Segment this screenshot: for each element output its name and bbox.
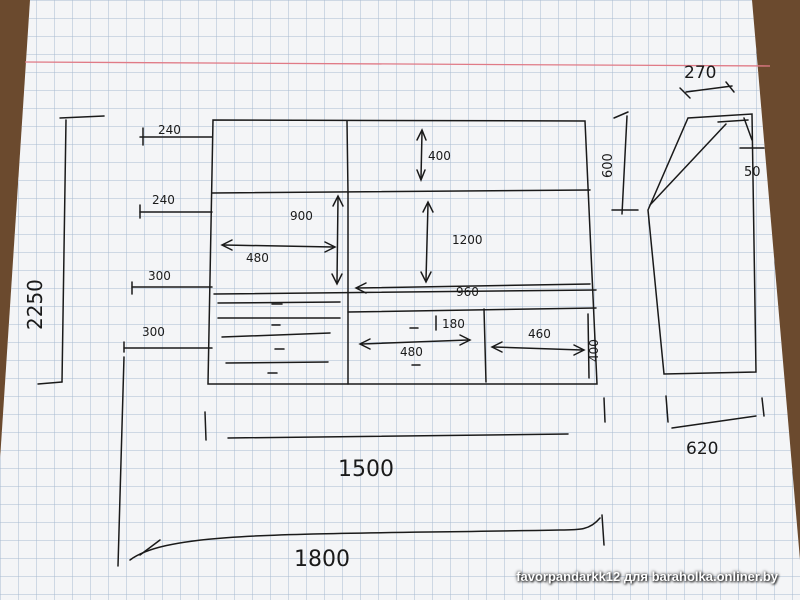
side-profile-outline [647,113,757,375]
inner-width-label: 1500 [338,457,394,482]
middle-shelf-line [213,289,597,295]
left-shelf-2-label: 240 [152,193,175,207]
drawer-line [221,332,331,338]
overall-width-curve [129,517,601,561]
top-vertical-divider [346,120,349,194]
right-height-arrow [425,203,429,281]
lower-right-width-arrow [493,346,583,351]
right-width-arrow [357,283,591,289]
drawer-line [217,301,341,304]
left-height-arrow [336,197,339,283]
right-section-height-label: 1200 [452,233,483,247]
lower-right-divider [483,308,487,383]
drawer-height-label: 180 [442,317,465,331]
side-height-line [621,115,628,215]
side-view-drawing [611,81,765,429]
left-width-arrow [223,244,334,248]
lower-right-height-arrow [587,313,590,379]
left-shelf-4-label: 300 [142,325,165,339]
side-bottom-depth-label: 620 [686,439,718,459]
side-top-depth-label: 270 [684,63,716,83]
top-height-arrow [420,131,423,179]
margin-line [24,61,771,67]
lower-divider-line [347,307,597,313]
right-section-width-label: 960 [456,285,479,299]
drawer-line [225,361,329,364]
overall-height-line [61,119,67,383]
front-view-drawing [37,115,606,567]
side-bottom-dim-line [671,415,757,429]
lower-middle-width-label: 480 [400,345,423,359]
overall-height-label: 2250 [23,279,47,330]
left-shelf-3-label: 300 [148,269,171,283]
lower-right-height-label: 400 [587,339,601,362]
left-section-width-label: 480 [246,251,269,265]
inner-width-line [227,433,569,439]
top-cabinet-divider [211,189,591,194]
watermark: favorpandarkk12 для baraholka.onliner.by [516,569,778,584]
left-shelf-1-label: 240 [158,123,181,137]
left-section-height-label: 900 [290,209,313,223]
lower-middle-arrow [361,339,469,345]
lower-right-width-label: 460 [528,327,551,341]
overall-width-label: 1800 [294,547,350,572]
top-cabinet-height-label: 400 [428,149,451,163]
side-lip-label: 50 [744,165,761,180]
cabinet-outline [207,119,598,385]
dimension-labels: 2250 240 240 300 300 400 900 480 1200 96… [23,63,761,572]
side-height-label: 600 [601,153,616,178]
side-top-dim-line [685,85,733,93]
